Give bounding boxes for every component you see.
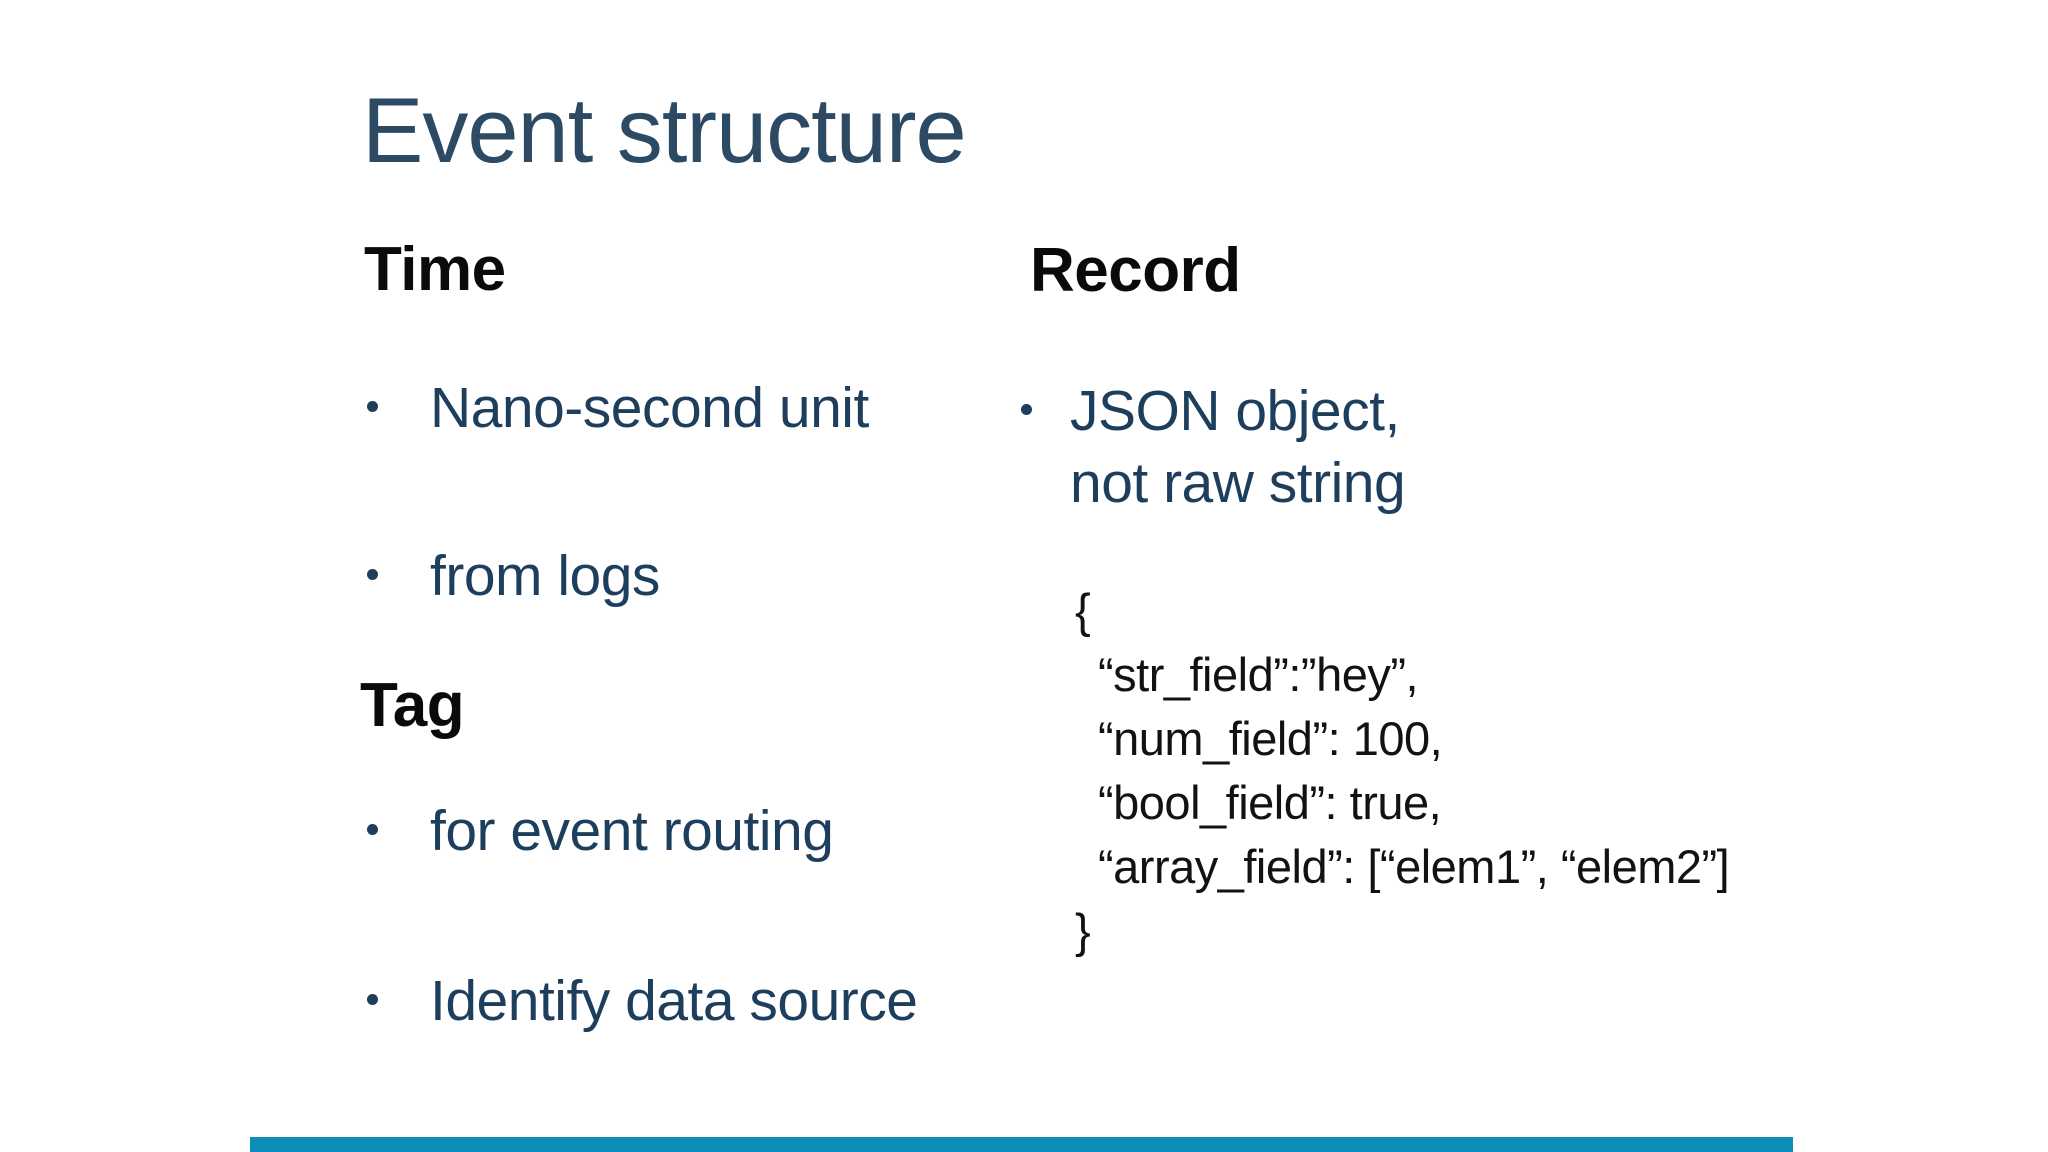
bullet-dot-icon xyxy=(367,994,378,1005)
section-heading-tag: Tag xyxy=(360,671,465,740)
code-line: { xyxy=(1075,584,1091,637)
json-code-block: { “str_field”:”hey”, “num_field”: 100, “… xyxy=(1075,579,1730,963)
code-line: “num_field”: 100, xyxy=(1098,712,1443,765)
section-heading-record: Record xyxy=(1030,236,1241,305)
slide-title: Event structure xyxy=(362,80,967,182)
bullet-text: for event routing xyxy=(430,799,834,863)
bullet-text: from logs xyxy=(430,544,660,608)
bullet-dot-icon xyxy=(367,824,378,835)
code-line: } xyxy=(1075,904,1091,957)
list-item: JSON object, not raw string xyxy=(1016,375,1406,519)
bullet-text: Nano-second unit xyxy=(430,376,869,440)
code-line: “bool_field”: true, xyxy=(1098,776,1442,829)
code-line: “str_field”:”hey”, xyxy=(1098,648,1419,701)
list-item: for event routing xyxy=(362,795,834,867)
bullet-text: JSON object, not raw string xyxy=(1070,379,1406,515)
list-item: Identify data source xyxy=(362,965,918,1037)
bullet-text: Identify data source xyxy=(430,969,918,1033)
code-line: “array_field”: [“elem1”, “elem2”] xyxy=(1098,840,1730,893)
bullet-dot-icon xyxy=(1021,404,1032,415)
slide-footer-accent-bar xyxy=(250,1137,1793,1152)
list-item: Nano-second unit xyxy=(362,372,869,444)
section-heading-time: Time xyxy=(364,235,506,304)
bullet-dot-icon xyxy=(367,401,378,412)
bullet-dot-icon xyxy=(367,569,378,580)
slide: Event structure Time Nano-second unit fr… xyxy=(250,0,1793,1152)
list-item: from logs xyxy=(362,540,660,612)
